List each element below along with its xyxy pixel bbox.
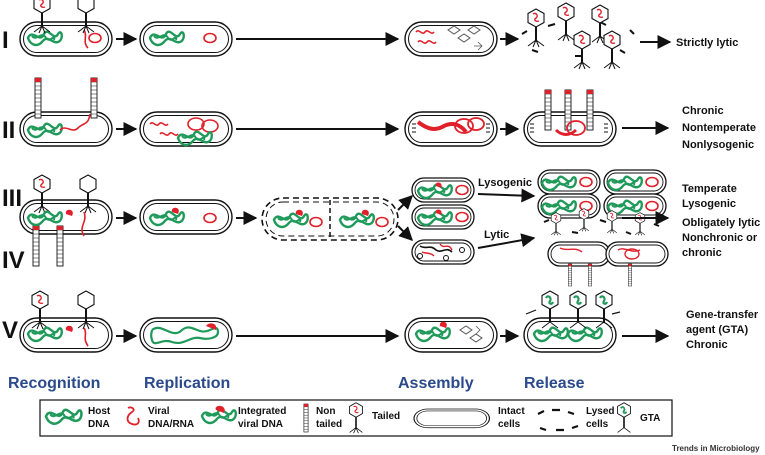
legend-host-line1: Host — [88, 406, 111, 417]
row-IV-assembly-cell — [411, 239, 475, 265]
row-IV-arrow-down — [397, 225, 413, 241]
row-III-IV-recognition-cell — [19, 174, 113, 267]
legend-item-gta: GTA — [616, 401, 660, 434]
legend-lysed-line2: cells — [586, 419, 609, 430]
row-label-II: II — [2, 117, 15, 144]
row-II-outcome-3: Nonlysogenic — [682, 139, 754, 151]
journal-credit: Trends in Microbiology — [672, 444, 760, 453]
legend: Host DNA Viral DNA/RNA Integrated viral … — [39, 399, 673, 437]
legend-intact-line2: cells — [498, 419, 521, 430]
stage-label-recognition: Recognition — [8, 375, 100, 392]
row-I-release-lysed — [521, 2, 635, 70]
row-V-outcome-2: agent (GTA) — [686, 324, 748, 336]
row-I-assembly-cell — [404, 21, 498, 57]
row-II-assembly-cell — [404, 111, 498, 147]
row-III-outcome-1: Temperate — [682, 183, 737, 195]
legend-nontailed-line1: Non — [316, 406, 335, 417]
legend-tailed-label: Tailed — [372, 411, 400, 422]
row-IV-arrow-release — [477, 233, 536, 249]
row-I-replication-cell — [139, 21, 233, 57]
row-V-recognition-cell — [19, 290, 113, 353]
branch-label-lytic: Lytic — [484, 229, 509, 241]
row-label-I: I — [2, 27, 9, 54]
row-II-recognition-cell — [19, 77, 113, 147]
legend-lysed-line1: Lysed — [586, 406, 615, 417]
legend-integrated-line1: Integrated — [238, 406, 286, 417]
legend-item-integrated: Integrated viral DNA — [200, 405, 286, 430]
row-II-outcome-1: Chronic — [682, 105, 724, 117]
legend-item-tailed: Tailed — [348, 401, 400, 435]
branch-label-lysogenic: Lysogenic — [478, 177, 532, 189]
legend-item-host: Host DNA — [44, 406, 111, 430]
row-IV-outcome-1: Obligately lytic — [682, 217, 760, 229]
legend-viral-line2: DNA/RNA — [148, 419, 194, 430]
row-V-assembly-cell — [404, 317, 498, 353]
row-III-assembly-cells — [411, 177, 475, 230]
row-I-outcome: Strictly lytic — [676, 37, 738, 49]
row-III-outcome-2: Lysogenic — [682, 198, 736, 210]
legend-integrated-line2: viral DNA — [238, 419, 283, 430]
row-III-release-cells — [537, 169, 667, 219]
stage-label-release: Release — [524, 375, 585, 392]
row-II-replication-cell — [139, 111, 233, 147]
row-IV-release-lysed — [543, 208, 660, 236]
row-V-outcome-1: Gene-transfer — [686, 309, 759, 321]
legend-gta-label: GTA — [640, 413, 660, 424]
row-III-arrow-release — [477, 188, 536, 203]
legend-intact-line1: Intact — [498, 406, 525, 417]
row-label-IV: IV — [2, 247, 25, 274]
viral-dna-icon — [126, 406, 140, 426]
legend-host-line2: DNA — [88, 419, 110, 430]
legend-item-viral: Viral DNA/RNA — [126, 406, 194, 430]
stage-label-assembly: Assembly — [398, 375, 474, 392]
row-I-recognition-cell — [19, 0, 113, 57]
row-label-III: III — [2, 185, 22, 212]
row-II-outcome-2: Nontemperate — [682, 122, 756, 134]
stage-label-replication: Replication — [144, 375, 230, 392]
legend-item-nontailed: Non tailed — [303, 403, 342, 433]
row-V-outcome-3: Chronic — [686, 339, 728, 351]
row-II-release-cell — [523, 89, 617, 147]
legend-nontailed-line2: tailed — [316, 419, 342, 430]
row-IV-outcome-3: chronic — [682, 247, 722, 259]
legend-item-intact: Intact cells — [413, 406, 525, 430]
lysed-cell-icon — [537, 408, 579, 432]
row-label-V: V — [2, 317, 18, 344]
row-III-IV-dividing-cell — [261, 197, 399, 241]
legend-viral-line1: Viral — [148, 406, 170, 417]
legend-item-lysed: Lysed cells — [537, 406, 615, 432]
row-III-IV-replication-cell — [139, 199, 233, 235]
row-V-replication-cell — [139, 317, 233, 353]
row-III-arrow-up — [397, 195, 413, 211]
row-IV-outcome-2: Nonchronic or — [682, 232, 758, 244]
row-IV-release-cell — [547, 241, 669, 287]
row-V-release-cell — [523, 289, 621, 353]
